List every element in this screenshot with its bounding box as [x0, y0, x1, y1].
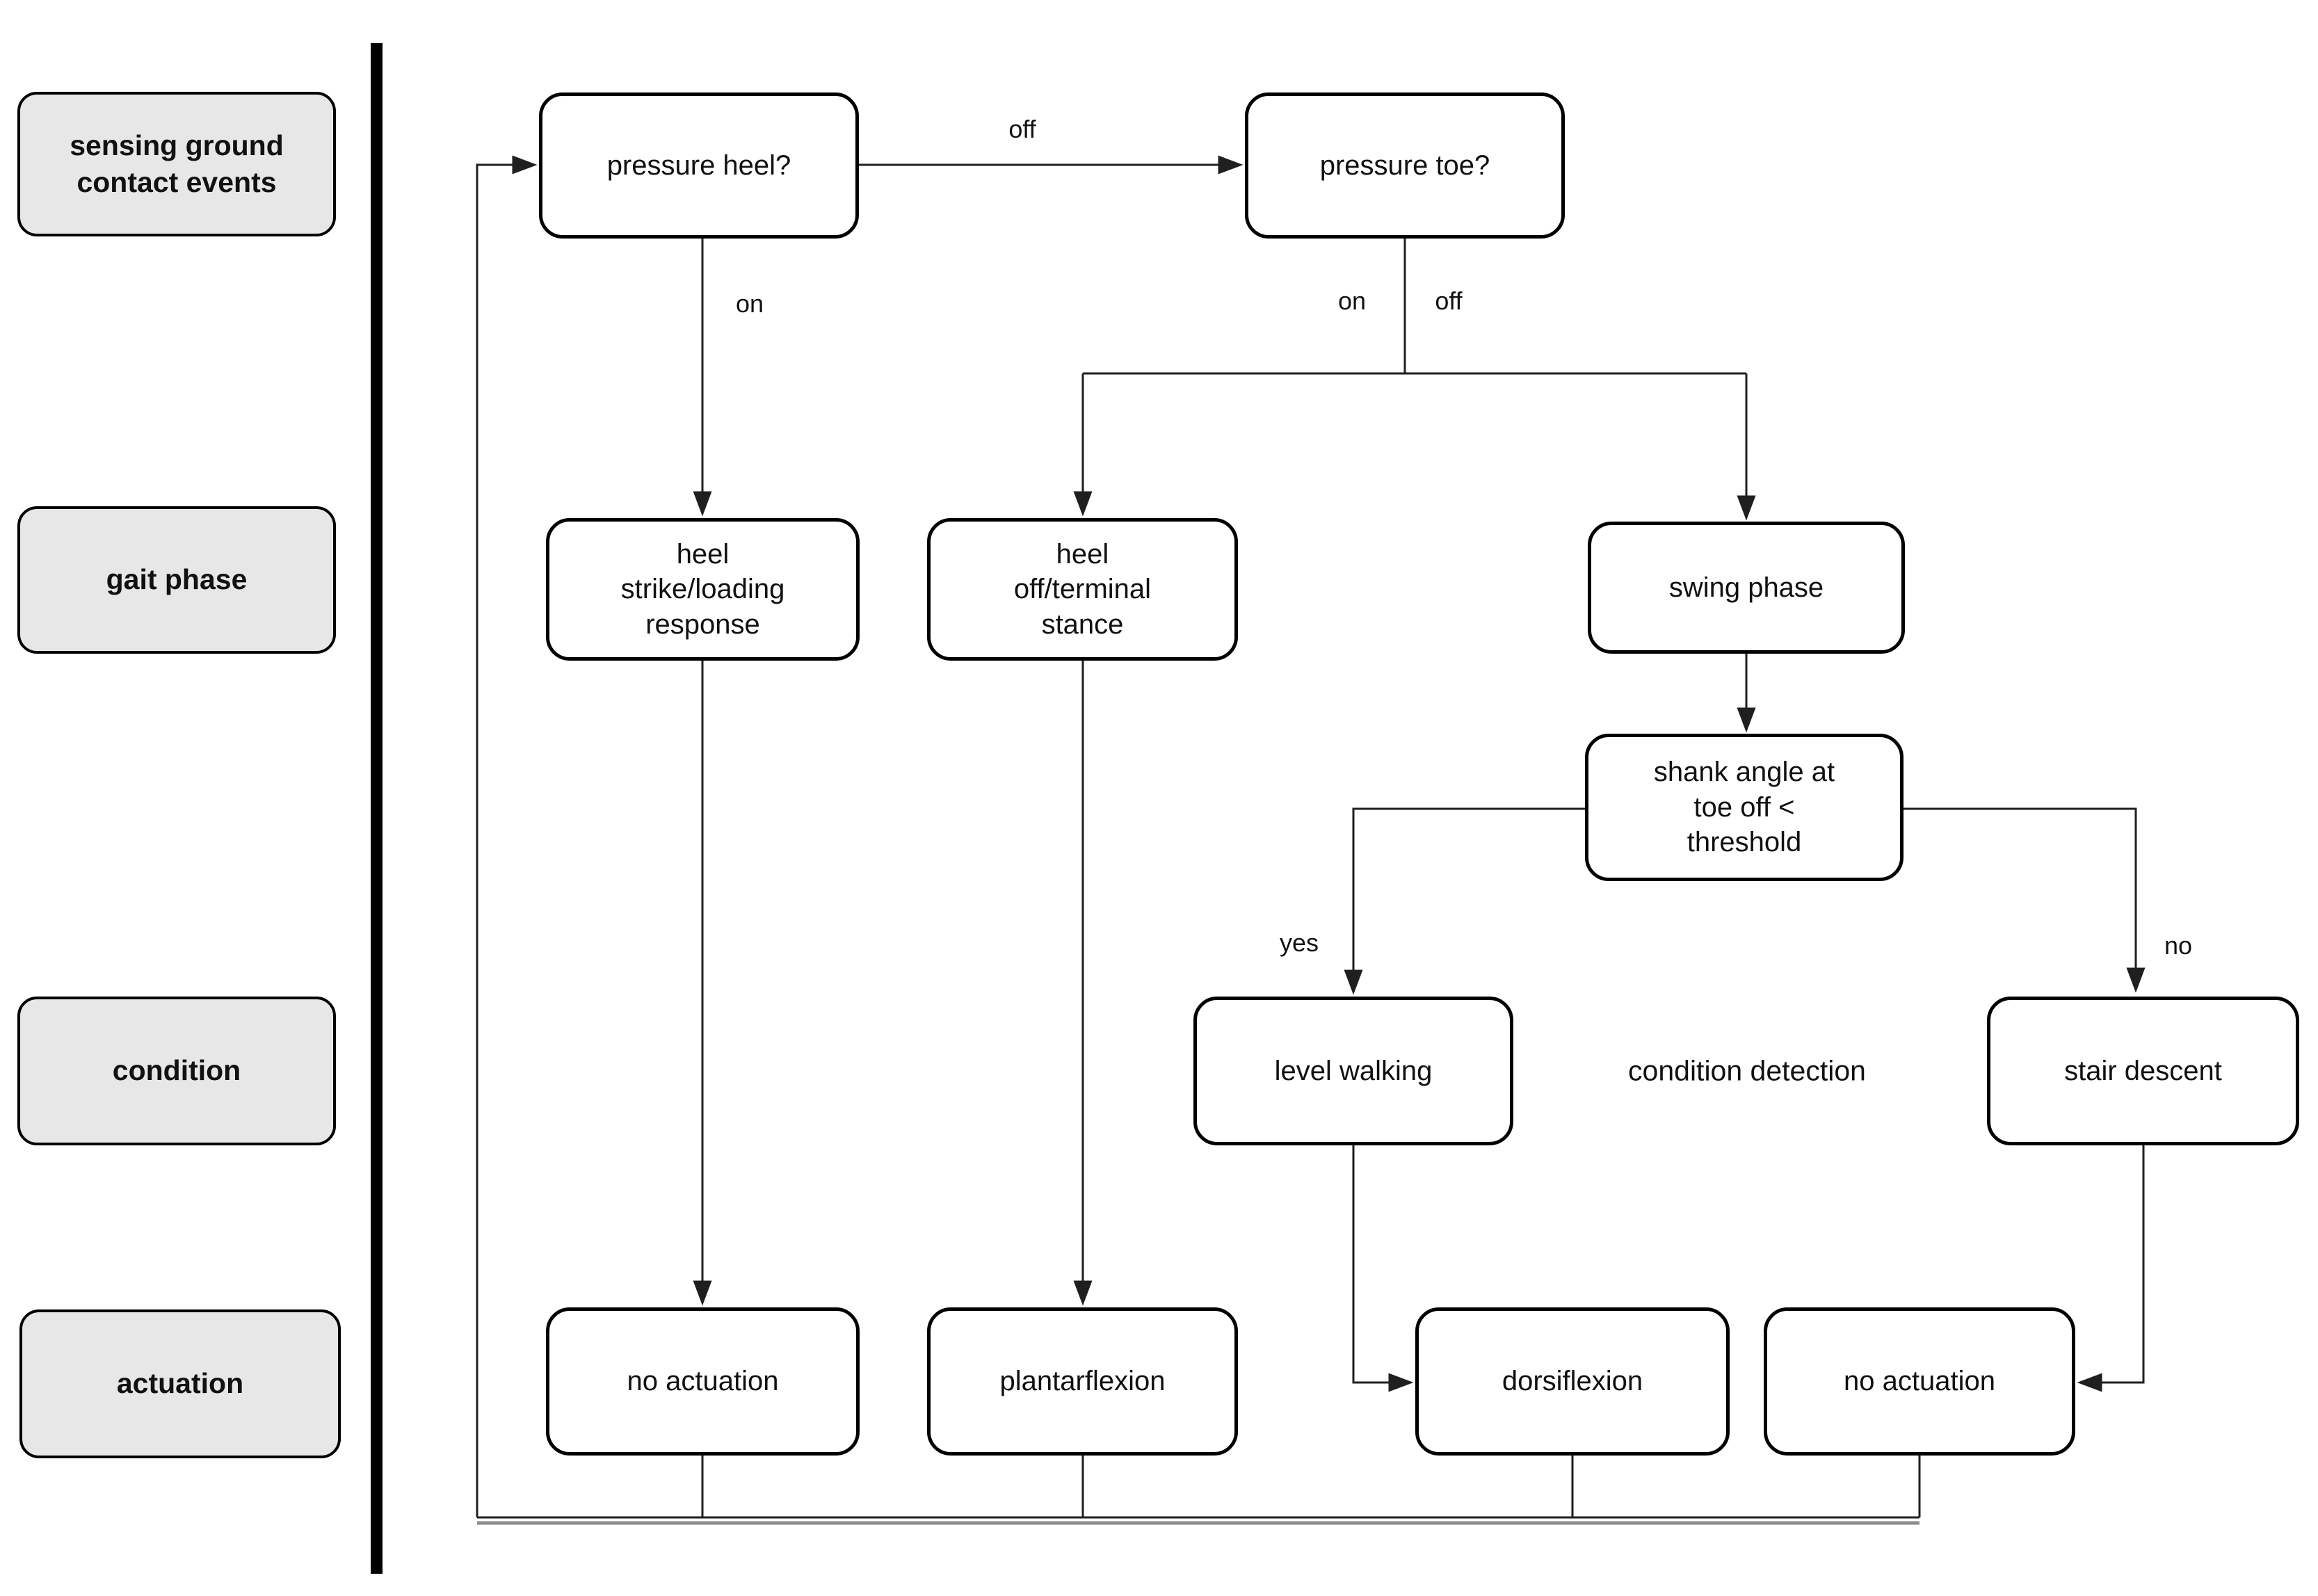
edge-label-on-heel: on — [735, 289, 764, 318]
node-swing-phase: swing phase — [1588, 522, 1905, 654]
node-level-walking: level walking — [1193, 997, 1513, 1145]
node-heel-off-terminal-stance: heel off/terminal stance — [927, 518, 1238, 661]
node-plantarflexion: plantarflexion — [927, 1307, 1238, 1456]
node-pressure-toe: pressure toe? — [1245, 92, 1565, 239]
node-no-actuation-right: no actuation — [1764, 1307, 2075, 1456]
node-shank-angle-threshold: shank angle at toe off < threshold — [1585, 734, 1904, 881]
annotation-condition-detection: condition detection — [1628, 1054, 1866, 1087]
edge-label-off-toe: off — [1435, 287, 1463, 315]
edge-label-yes: yes — [1279, 928, 1319, 957]
edge-label-off-top: off — [1008, 115, 1036, 143]
row-label-actuation: actuation — [19, 1309, 341, 1458]
row-label-condition: condition — [17, 997, 336, 1145]
edge-label-no: no — [2164, 931, 2193, 960]
node-heel-strike-loading-response: heel strike/loading response — [546, 518, 860, 661]
node-stair-descent: stair descent — [1987, 997, 2299, 1145]
node-dorsiflexion: dorsiflexion — [1415, 1307, 1730, 1456]
node-pressure-heel: pressure heel? — [539, 92, 859, 239]
row-label-sensing-ground-contact-events: sensing ground contact events — [17, 92, 336, 236]
node-no-actuation-left: no actuation — [546, 1307, 860, 1456]
row-label-gait-phase: gait phase — [17, 506, 336, 654]
divider-line — [371, 43, 383, 1574]
edge-label-on-toe: on — [1337, 287, 1367, 315]
